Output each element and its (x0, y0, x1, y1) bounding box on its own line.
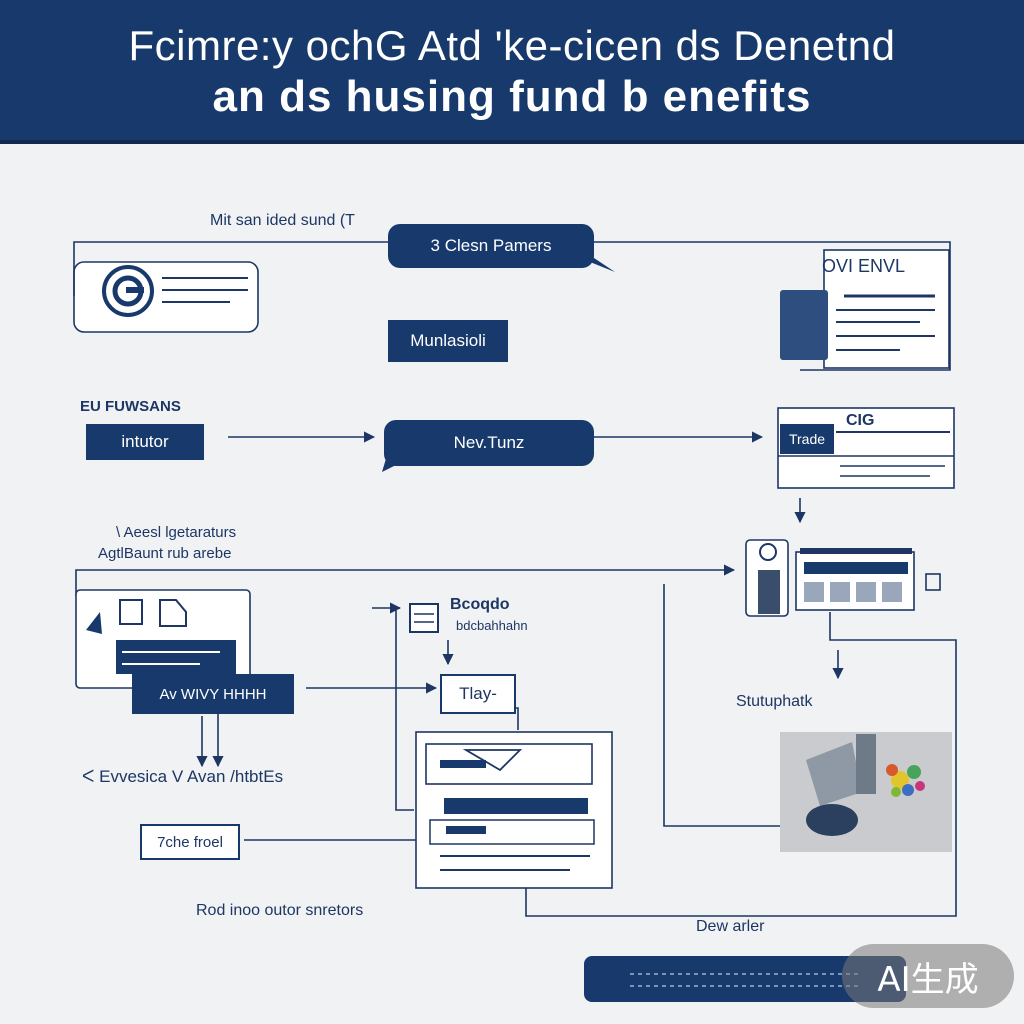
connector-mid-long (75, 564, 736, 596)
photo-panel (780, 732, 952, 852)
new-tunz-bubble[interactable]: Nev.Tunz (384, 420, 594, 466)
trade-box[interactable]: Trade (780, 424, 834, 454)
card-top-label: OVI ENVL (822, 256, 906, 276)
right-caption: Stutuphatk (736, 693, 813, 710)
left-document-card (75, 589, 251, 689)
bottom-right-label: Dew arler (696, 918, 765, 935)
lock-icon (745, 539, 941, 617)
receipt-icon (777, 407, 955, 489)
top-note: Mit san ided sund (T (210, 212, 355, 229)
connector-bottom-loop (525, 612, 957, 917)
bubble-sub: bdcbahhahn (456, 618, 528, 633)
connector-card-left (73, 241, 78, 296)
tlay-box[interactable]: Tlay- (440, 674, 516, 714)
aw-box[interactable]: Av WIVY HHHH (132, 674, 294, 714)
bottom-note: Rod inoo outor snretors (196, 902, 364, 919)
intutor-box[interactable]: intutor (86, 424, 204, 460)
connector-chip-left (395, 607, 414, 811)
title-line-1: Fcimre:y ochG Atd 'ke-cicen ds Denetnd (128, 22, 896, 69)
title-line-2: an ds husing fund b enefits (212, 72, 812, 121)
chip-icon (409, 603, 439, 633)
google-card (73, 261, 259, 333)
ai-generated-watermark: AI生成 (842, 944, 1014, 1008)
id-card-icon (780, 249, 950, 369)
section-left-label: EU FUWSANS (80, 398, 181, 415)
card-mid-label: CIG (846, 412, 875, 429)
connector-right-loop (663, 584, 800, 827)
munlasioli-box[interactable]: Munlasioli (388, 320, 508, 362)
google-g-icon (102, 265, 154, 317)
bubble-label: Bcoqdo (450, 596, 510, 613)
evaluation-label: ᐸ Evvesica V Avan /htbtEs (82, 767, 284, 786)
seven-che-box[interactable]: 7che froel (140, 824, 240, 860)
bottom-bar (584, 956, 906, 1002)
clean-payments-bubble[interactable]: 3 Clesn Pamers (388, 224, 594, 268)
mid-note-1: \ Aeesl lgetaraturs (116, 524, 237, 541)
title-banner: Fcimre:y ochG Atd 'ke-cicen ds Denetnd a… (0, 0, 1024, 144)
mid-note-2: AgtlBaunt rub arebe (98, 545, 232, 562)
form-card (415, 731, 613, 889)
